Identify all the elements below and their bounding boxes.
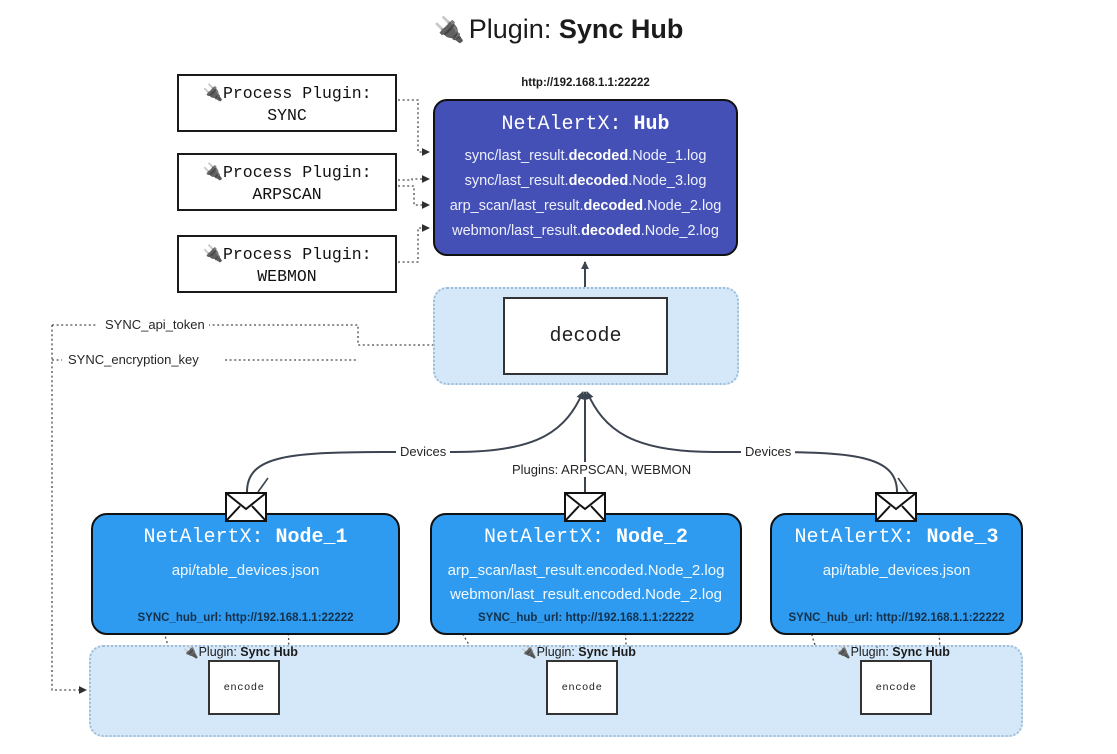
node-hub-url: SYNC_hub_url: http://192.168.1.1:22222 — [477, 612, 695, 624]
hub-log-entry: sync/last_result.decoded.Node_1.log — [464, 148, 707, 164]
process-plugin-label: Process Plugin: — [223, 84, 372, 103]
process-plugin-label: Process Plugin: — [223, 163, 372, 182]
process-plugin-name: ARPSCAN — [252, 185, 322, 205]
encoder-plugin-tag: 🔌Plugin: Sync Hub — [183, 645, 298, 659]
node-line: webmon/last_result.encoded.Node_2.log — [450, 586, 722, 604]
node-line: api/table_devices.json — [822, 562, 971, 579]
node-hub-url: SYNC_hub_url: http://192.168.1.1:22222 — [788, 612, 1005, 624]
process-plugin-name: SYNC — [267, 106, 307, 126]
process-plugin-label: Process Plugin: — [223, 245, 372, 264]
node-title: NetAlertX: Node_3 — [794, 526, 999, 549]
hub-log-list: sync/last_result.decoded.Node_1.log sync… — [435, 144, 736, 244]
node-title: NetAlertX: Node_2 — [483, 526, 689, 549]
node-hub-url: SYNC_hub_url: http://192.168.1.1:22222 — [137, 612, 354, 624]
plug-icon: 🔌 — [433, 16, 465, 44]
envelope-icon — [875, 492, 917, 522]
node-box-node-1[interactable]: NetAlertX: Node_1 api/table_devices.json… — [91, 513, 400, 635]
hub-log-entry: sync/last_result.decoded.Node_3.log — [464, 172, 707, 189]
process-plugin-arpscan[interactable]: 🔌Process Plugin: ARPSCAN — [177, 153, 397, 211]
process-plugin-name: WEBMON — [257, 267, 317, 287]
plug-icon: 🔌 — [183, 645, 199, 659]
envelope-icon — [564, 492, 606, 522]
node-line: arp_scan/last_result.encoded.Node_2.log — [447, 562, 725, 579]
process-plugin-sync[interactable]: 🔌Process Plugin: SYNC — [177, 74, 397, 132]
page-title-name: Sync Hub — [558, 14, 684, 44]
hub-log-entry: webmon/last_result.decoded.Node_2.log — [452, 222, 719, 239]
hub-url: http://192.168.1.1:22222 — [521, 77, 650, 89]
label-sync-api-token: SYNC_api_token — [101, 317, 209, 332]
edge-label-devices-right: Devices — [741, 444, 796, 459]
page-title: 🔌Plugin: Sync Hub — [0, 14, 1117, 45]
plug-icon: 🔌 — [521, 645, 537, 659]
encoder-plugin-tag: 🔌Plugin: Sync Hub — [521, 645, 636, 659]
encoder-plugin-tag: 🔌Plugin: Sync Hub — [835, 645, 950, 659]
edge-label-devices-left: Devices — [396, 444, 451, 459]
plug-icon: 🔌 — [202, 84, 223, 102]
hub-title: NetAlertX: Hub — [501, 113, 670, 136]
encode-box[interactable]: encode — [860, 660, 932, 715]
hub-node[interactable]: NetAlertX: Hub sync/last_result.decoded.… — [433, 99, 738, 256]
label-sync-encryption-key: SYNC_encryption_key — [64, 352, 203, 367]
envelope-icon — [225, 492, 267, 522]
process-plugin-webmon[interactable]: 🔌Process Plugin: WEBMON — [177, 235, 397, 293]
encode-box[interactable]: encode — [208, 660, 280, 715]
plug-icon: 🔌 — [202, 163, 223, 181]
encode-box[interactable]: encode — [546, 660, 618, 715]
node-box-node-2[interactable]: NetAlertX: Node_2 arp_scan/last_result.e… — [430, 513, 742, 635]
node-title: NetAlertX: Node_1 — [143, 526, 348, 549]
page-title-prefix: Plugin: — [468, 14, 559, 44]
edge-label-plugins: Plugins: ARPSCAN, WEBMON — [508, 462, 696, 477]
node-line: api/table_devices.json — [171, 562, 320, 579]
plug-icon: 🔌 — [202, 245, 223, 263]
node-line-list: arp_scan/last_result.encoded.Node_2.log … — [432, 559, 740, 608]
node-box-node-3[interactable]: NetAlertX: Node_3 api/table_devices.json… — [770, 513, 1023, 635]
node-line-list: api/table_devices.json — [772, 559, 1021, 583]
node-line-list: api/table_devices.json — [93, 559, 398, 583]
plug-icon: 🔌 — [835, 645, 851, 659]
decode-box[interactable]: decode — [503, 297, 668, 375]
hub-log-entry: arp_scan/last_result.decoded.Node_2.log — [449, 197, 722, 214]
